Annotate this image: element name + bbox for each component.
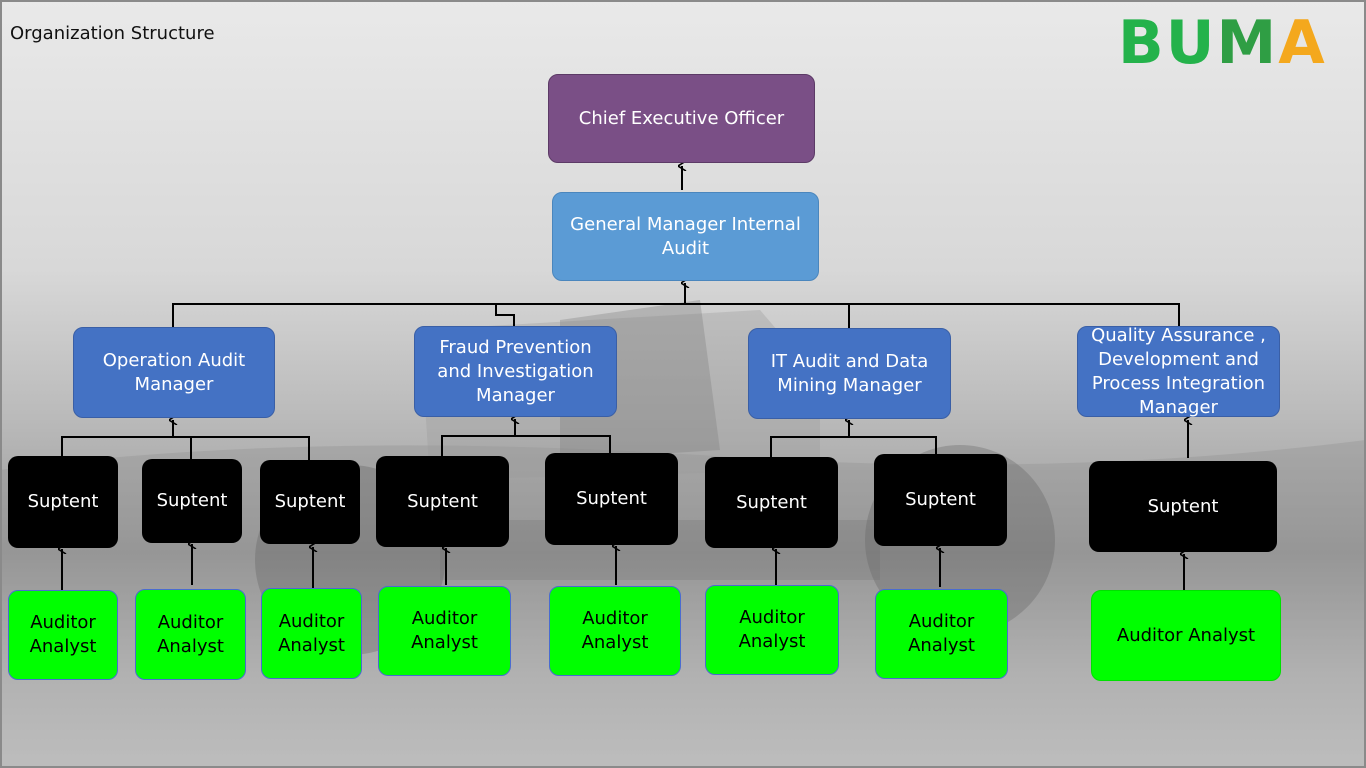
buma-logo: BUMA: [1118, 12, 1327, 74]
logo-letter-u: U: [1165, 8, 1217, 78]
manager-quality-assurance: Quality Assurance , Development and Proc…: [1077, 325, 1280, 418]
manager-operation-audit: Operation Audit Manager: [73, 327, 275, 418]
auditor-analyst-box-3: Auditor Analyst: [261, 588, 362, 679]
connector-it-group: [770, 436, 937, 458]
connector-fraud-group: [441, 435, 611, 457]
connector-op-bus: [61, 436, 310, 460]
manager-fraud-prevention: Fraud Prevention and Investigation Manag…: [414, 326, 617, 417]
suptent-box-3: Suptent: [260, 460, 360, 544]
connector-managers-bus: [172, 303, 1180, 328]
suptent-box-4: Suptent: [376, 456, 509, 547]
auditor-analyst-box-5: Auditor Analyst: [549, 586, 681, 676]
suptent-box-7: Suptent: [874, 454, 1007, 546]
auditor-analyst-box-6: Auditor Analyst: [705, 585, 839, 675]
suptent-box-2: Suptent: [142, 459, 242, 543]
logo-letter-b: B: [1118, 8, 1166, 78]
ceo-box: Chief Executive Officer: [548, 74, 815, 163]
auditor-analyst-box-7: Auditor Analyst: [875, 589, 1008, 679]
auditor-analyst-box-4: Auditor Analyst: [378, 586, 511, 676]
logo-letter-a: A: [1278, 8, 1327, 78]
suptent-box-1: Suptent: [8, 456, 118, 548]
logo-letter-m: M: [1216, 8, 1279, 78]
page-title: Organization Structure: [10, 23, 215, 44]
manager-it-audit: IT Audit and Data Mining Manager: [748, 328, 951, 419]
connector-fraud-bus: [495, 304, 515, 327]
auditor-analyst-box-1: Auditor Analyst: [8, 590, 118, 680]
suptent-box-5: Suptent: [545, 453, 678, 545]
auditor-analyst-box-2: Auditor Analyst: [135, 589, 246, 680]
suptent-box-8: Suptent: [1089, 461, 1277, 552]
suptent-box-6: Suptent: [705, 457, 838, 548]
general-manager-box: General Manager Internal Audit: [552, 192, 819, 281]
auditor-analyst-box-8: Auditor Analyst: [1091, 590, 1281, 681]
